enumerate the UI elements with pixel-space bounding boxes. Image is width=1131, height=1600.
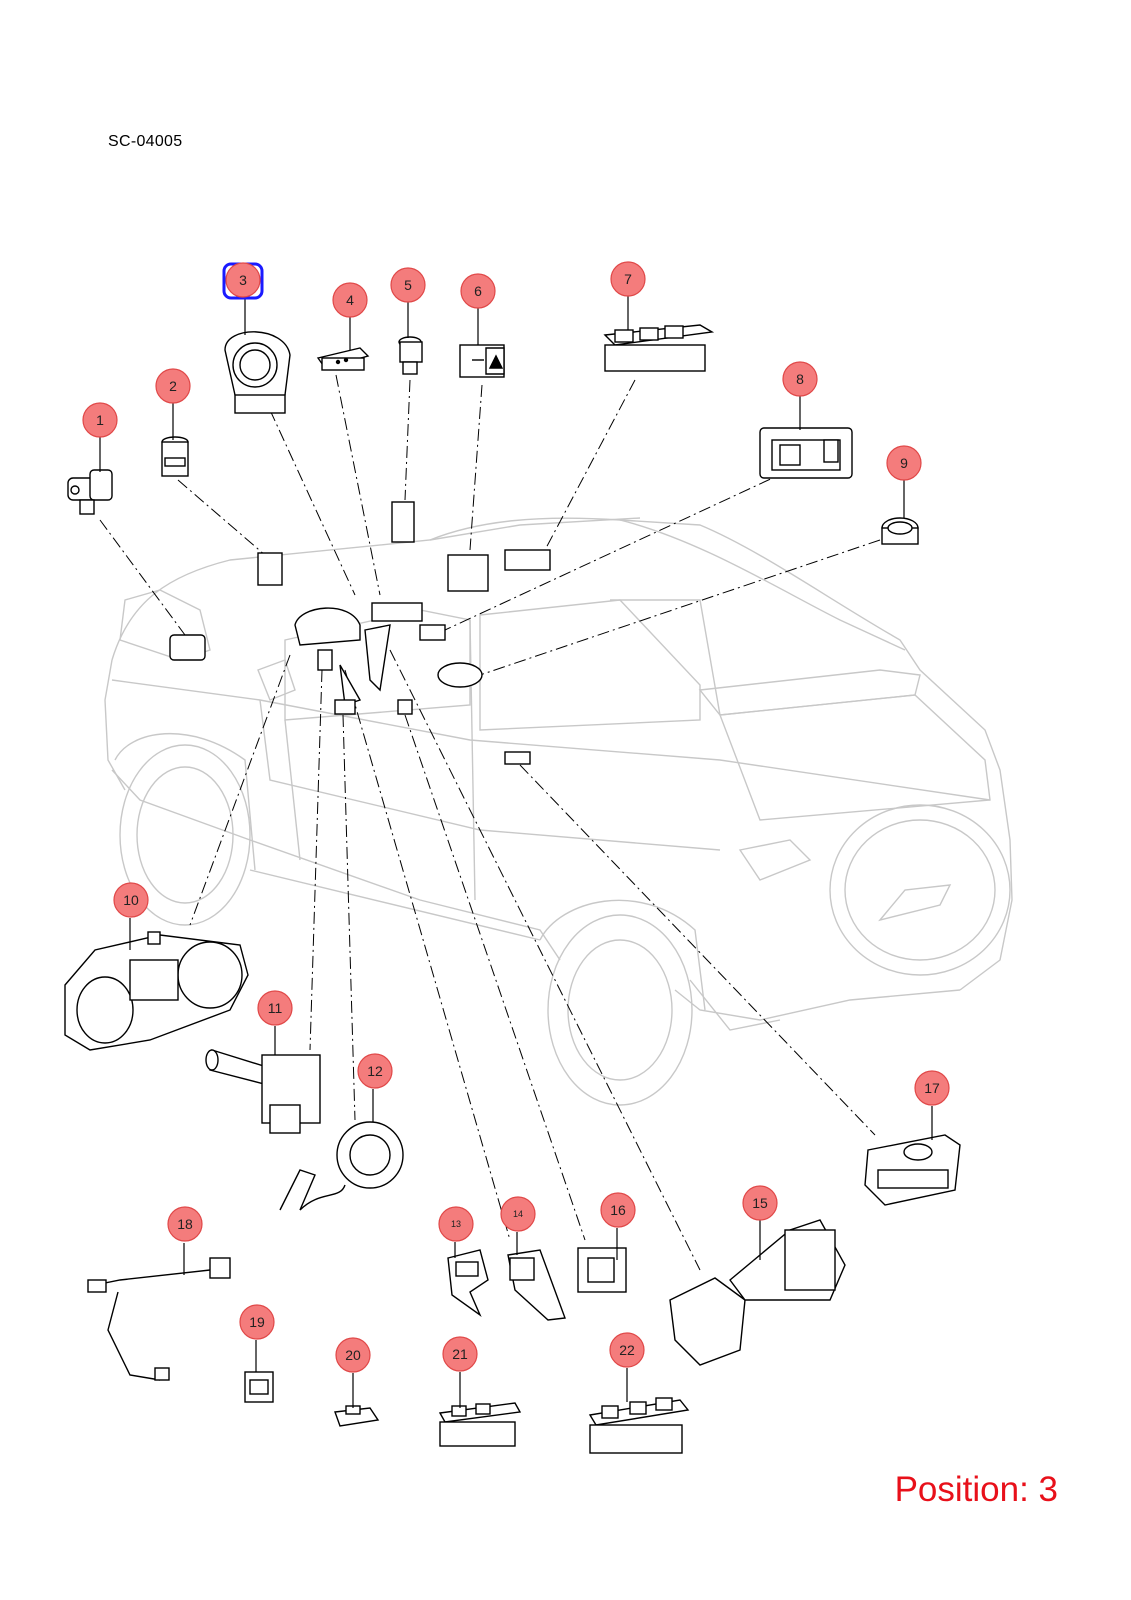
part-16-switch: [577, 1247, 627, 1293]
svg-text:13: 13: [451, 1219, 461, 1229]
part-17-control-panel: [864, 1134, 961, 1206]
svg-text:21: 21: [452, 1346, 468, 1362]
callout-1[interactable]: 1: [82, 402, 118, 438]
svg-text:19: 19: [249, 1314, 265, 1330]
part-1-sensor: [67, 469, 113, 515]
parts: [64, 324, 961, 1454]
part-8-switch: [759, 427, 853, 479]
callout-5[interactable]: 5: [390, 267, 426, 303]
callouts: 1 2 3 4 5 6 7 8 9 10 11 12 13 14 15 16 1…: [82, 261, 950, 1373]
part-6-hazard-switch: [459, 344, 505, 378]
svg-text:4: 4: [346, 292, 354, 308]
callout-3[interactable]: 3: [225, 262, 261, 298]
callout-2[interactable]: 2: [155, 368, 191, 404]
svg-text:22: 22: [619, 1342, 635, 1358]
part-12-clock-spring: [279, 1121, 404, 1211]
part-21-switch-panel: [438, 1402, 522, 1447]
callout-8[interactable]: 8: [782, 361, 818, 397]
svg-text:14: 14: [513, 1209, 523, 1219]
svg-text:6: 6: [474, 283, 482, 299]
part-18-harness: [87, 1257, 231, 1381]
callout-leaders: [99, 296, 933, 1408]
callout-21[interactable]: 21: [442, 1336, 478, 1372]
position-label: Position: 3: [894, 1470, 1058, 1509]
svg-text:16: 16: [610, 1202, 626, 1218]
callout-6[interactable]: 6: [460, 273, 496, 309]
callout-13[interactable]: 13: [438, 1206, 474, 1242]
svg-text:10: 10: [123, 892, 139, 908]
svg-text:1: 1: [96, 412, 104, 428]
installed-parts: [169, 501, 551, 765]
svg-text:3: 3: [239, 272, 247, 288]
svg-text:2: 2: [169, 378, 177, 394]
svg-text:12: 12: [367, 1063, 383, 1079]
callout-17[interactable]: 17: [914, 1070, 950, 1106]
vehicle-outline: [104, 517, 1013, 1106]
svg-text:9: 9: [900, 455, 908, 471]
callout-12[interactable]: 12: [357, 1053, 393, 1089]
part-20-switch: [334, 1405, 380, 1427]
part-3-clockspring: [224, 331, 291, 414]
part-11-stalk-switch: [205, 1049, 321, 1134]
svg-text:5: 5: [404, 277, 412, 293]
part-4-switch-bar: [316, 347, 370, 371]
svg-text:7: 7: [624, 271, 632, 287]
svg-text:11: 11: [268, 1000, 283, 1016]
part-2-switch: [161, 436, 189, 477]
callout-22[interactable]: 22: [609, 1332, 645, 1368]
callout-7[interactable]: 7: [610, 261, 646, 297]
callout-18[interactable]: 18: [167, 1206, 203, 1242]
part-5-button: [398, 336, 423, 375]
callout-11[interactable]: 11: [257, 990, 293, 1026]
svg-text:20: 20: [345, 1347, 361, 1363]
callout-15[interactable]: 15: [742, 1185, 778, 1221]
part-14-switch: [507, 1249, 566, 1321]
leader-lines: [99, 374, 881, 1271]
callout-9[interactable]: 9: [886, 445, 922, 481]
part-10-instrument-cluster: [64, 931, 249, 1051]
part-22-switch-panel: [588, 1397, 690, 1454]
callout-16[interactable]: 16: [600, 1192, 636, 1228]
reference-code: SC-04005: [108, 133, 183, 150]
part-15-switch-assembly: [669, 1219, 846, 1366]
callout-4[interactable]: 4: [332, 282, 368, 318]
callout-20[interactable]: 20: [335, 1337, 371, 1373]
part-9-knob: [881, 517, 919, 545]
svg-text:18: 18: [177, 1216, 193, 1232]
part-7-switch-panel: [603, 324, 715, 372]
svg-text:8: 8: [796, 371, 804, 387]
callout-19[interactable]: 19: [239, 1304, 275, 1340]
svg-text:17: 17: [924, 1080, 940, 1096]
callout-14[interactable]: 14: [500, 1196, 536, 1232]
part-13-switch: [447, 1249, 489, 1318]
part-19-switch: [244, 1371, 274, 1403]
callout-10[interactable]: 10: [113, 882, 149, 918]
svg-text:15: 15: [752, 1195, 768, 1211]
